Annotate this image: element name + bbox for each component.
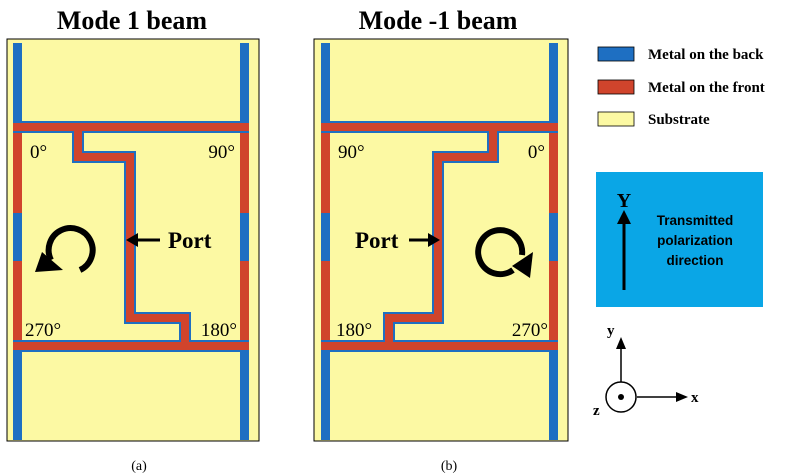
panel-b-title: Mode -1 beam [359,6,518,35]
panel-a: Mode 1 beam 0° 90° 270° 180° Port [6,6,260,474]
front-metal-right-top-b [549,122,558,213]
panel-b: Mode -1 beam 90° 0° 180° 270° Port (b) [313,6,569,474]
phase-label-bottom-left-a: 270° [25,320,61,341]
z-axis-label: z [593,403,600,419]
phase-label-top-right-a: 90° [208,142,235,163]
info-axis-letter: Y [617,190,632,212]
y-axis-label: y [607,323,615,339]
info-line-2: polarization [657,233,733,248]
phase-label-bottom-right-a: 180° [201,320,237,341]
feed-line-b [321,121,558,352]
polarization-arrow-head-icon [617,210,631,224]
front-metal-right-bottom-a [240,261,249,351]
front-metal-right-top-a [240,122,249,213]
feed-line-a [13,121,249,352]
panel-b-caption: (b) [441,459,458,474]
x-axis-label: x [691,390,699,406]
x-axis-arrow-icon [676,392,688,402]
polarization-info-box: Y Transmitted polarization direction [596,172,763,307]
phase-label-bottom-right-b: 270° [512,320,548,341]
legend-label-metal-front: Metal on the front [648,80,765,96]
front-metal-right-bottom-b [549,261,558,351]
phase-label-bottom-left-b: 180° [336,320,372,341]
port-arrow-a [126,233,160,247]
front-metal-left-bottom-b [321,261,330,351]
port-arrow-b [409,233,440,247]
z-axis-dot-icon [618,394,624,400]
port-label-a: Port [168,228,212,253]
legend-label-metal-back: Metal on the back [648,47,764,63]
rotation-clockwise-icon [35,225,96,273]
rotation-counterclockwise-icon [475,227,533,278]
phase-label-top-left-b: 90° [338,142,365,163]
y-axis-arrow-icon [616,337,626,349]
legend-swatch-metal-back [597,46,635,62]
phase-label-top-right-b: 0° [528,142,545,163]
port-label-b: Port [355,228,399,253]
back-metal-left-b [321,43,330,440]
legend: Metal on the back Metal on the front Sub… [597,46,765,128]
front-metal-left-top-a [13,122,22,213]
front-metal-left-bottom-a [13,261,22,351]
coordinate-axes: y x z [593,323,699,419]
panel-a-title: Mode 1 beam [57,6,208,35]
phase-label-top-left-a: 0° [30,142,47,163]
info-line-1: Transmitted [657,213,734,228]
front-metal-left-top-b [321,122,330,213]
back-metal-left-a [13,43,22,440]
legend-label-substrate: Substrate [648,112,710,128]
panel-a-caption: (a) [131,459,147,474]
legend-swatch-metal-front [597,79,635,95]
back-metal-right-b [549,43,558,440]
info-line-3: direction [666,253,723,268]
back-metal-right-a [240,43,249,440]
legend-swatch-substrate [597,111,635,127]
